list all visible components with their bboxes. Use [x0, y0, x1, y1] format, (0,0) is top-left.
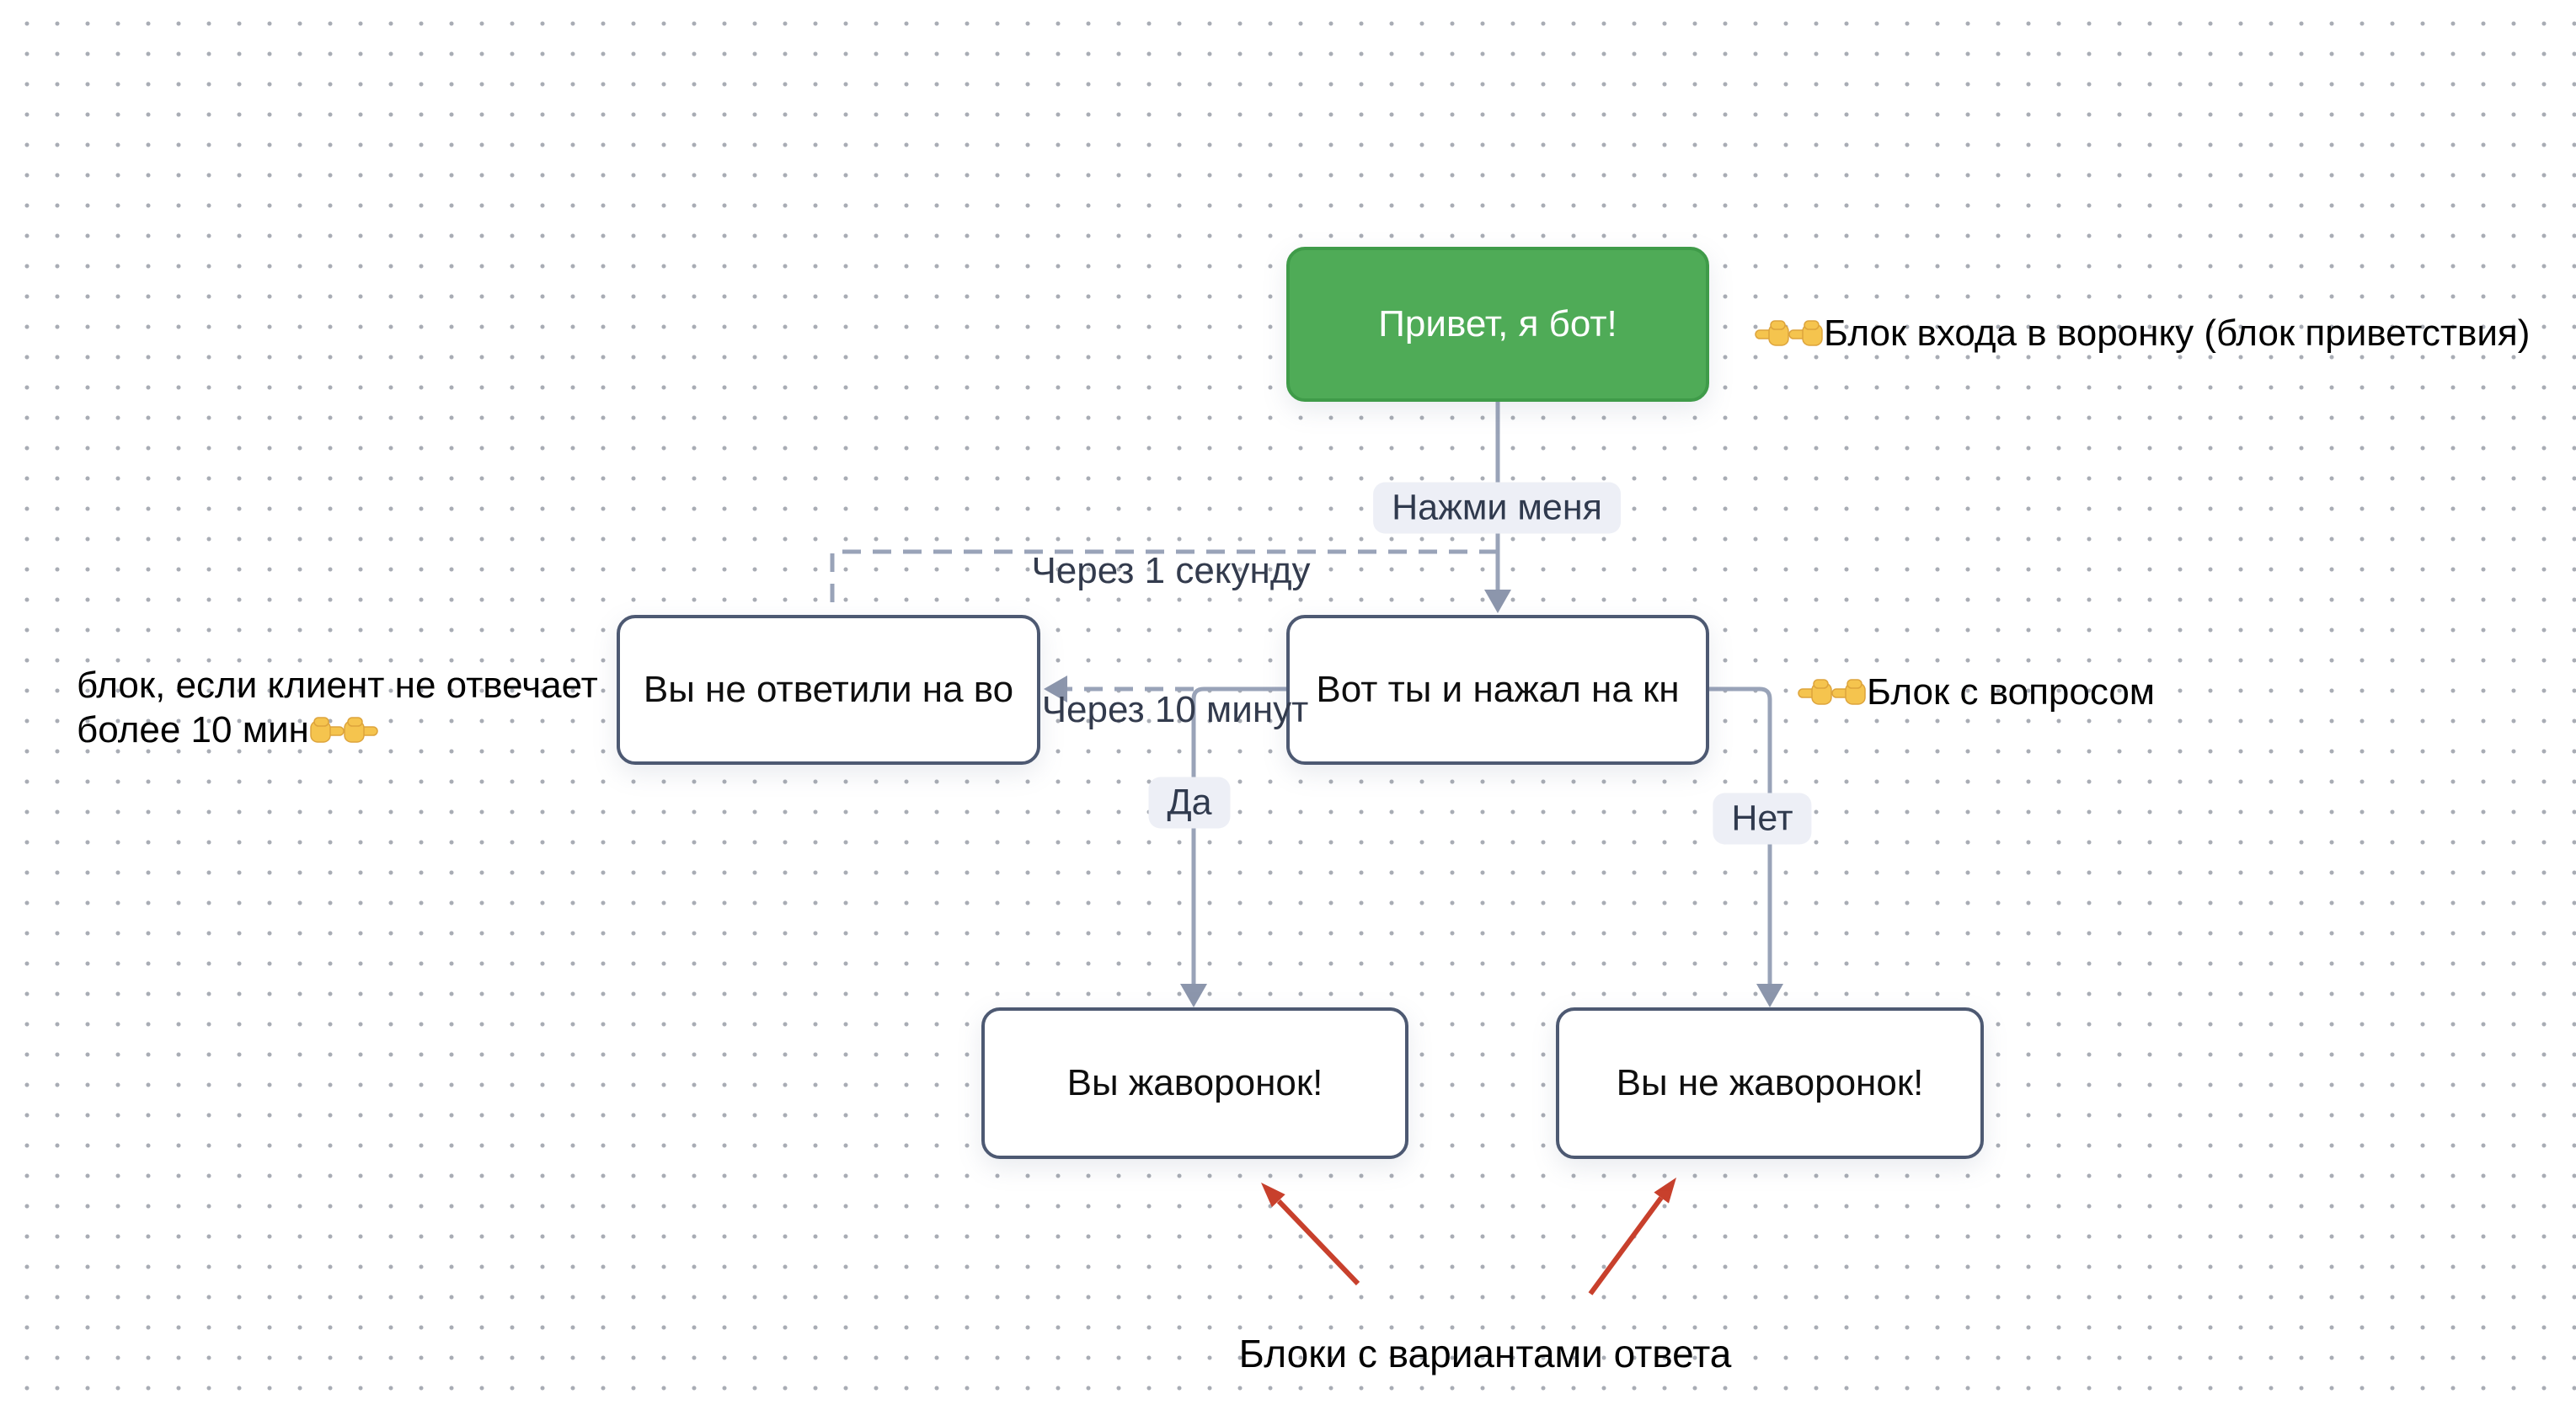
node-greeting[interactable]: Привет, я бот! [1286, 247, 1709, 402]
annotation-timeout-line1: блок, если клиент не отвечает [77, 665, 598, 706]
edge-label-yes[interactable]: Да [1148, 777, 1231, 829]
backhand-index-pointing-left-icon [1831, 679, 1866, 705]
edge-label-after-1-second: Через 1 секунду [1031, 550, 1311, 591]
node-lark[interactable]: Вы жаворонок! [981, 1007, 1408, 1159]
red-arrow-right-head [1654, 1178, 1676, 1204]
node-question-label: Вот ты и нажал на кн [1316, 669, 1680, 710]
node-question[interactable]: Вот ты и нажал на кн [1286, 615, 1709, 765]
red-arrow-right [1588, 1196, 1664, 1295]
backhand-index-pointing-left-icon [1798, 679, 1832, 705]
edge-label-after-10-minutes: Через 10 минут [1041, 689, 1309, 730]
edge-no-line [1709, 686, 1772, 984]
node-not-lark-label: Вы не жаворонок! [1616, 1062, 1924, 1103]
edge-label-no[interactable]: Нет [1713, 793, 1812, 845]
node-no-answer-label: Вы не ответили на во [643, 669, 1014, 710]
annotation-question-text: Блок с вопросом [1867, 671, 2156, 713]
red-arrow-left-head [1261, 1183, 1285, 1208]
edge-label-click-me[interactable]: Нажми меня [1373, 482, 1621, 534]
backhand-index-pointing-right-icon [310, 716, 345, 743]
annotation-answers: Блоки с вариантами ответа [1238, 1332, 1732, 1375]
backhand-index-pointing-left-icon [1788, 320, 1823, 346]
edge-yes-line [1191, 686, 1287, 984]
node-greeting-label: Привет, я бот! [1378, 303, 1617, 344]
edge-yes-arrowhead [1180, 984, 1207, 1007]
annotation-entry: Блок входа в воронку (блок приветствия) [1755, 312, 2531, 355]
annotation-question: Блок с вопросом [1798, 671, 2156, 713]
node-no-answer[interactable]: Вы не ответили на во [617, 615, 1040, 765]
red-arrow-left [1276, 1199, 1360, 1286]
node-not-lark[interactable]: Вы не жаворонок! [1556, 1007, 1984, 1159]
backhand-index-pointing-right-icon [344, 716, 378, 743]
edge-no-arrowhead [1756, 984, 1783, 1007]
edge-after-1-second-line [830, 549, 1498, 612]
edge-click-me-arrowhead [1484, 590, 1511, 613]
annotation-timeout-line2: более 10 мин [77, 709, 309, 750]
annotation-entry-text: Блок входа в воронку (блок приветствия) [1824, 312, 2531, 354]
node-lark-label: Вы жаворонок! [1066, 1062, 1323, 1103]
backhand-index-pointing-left-icon [1755, 320, 1789, 346]
edge-after-10-minutes-arrowhead [1044, 676, 1067, 702]
annotation-timeout: блок, если клиент не отвечает более 10 м… [77, 663, 598, 752]
